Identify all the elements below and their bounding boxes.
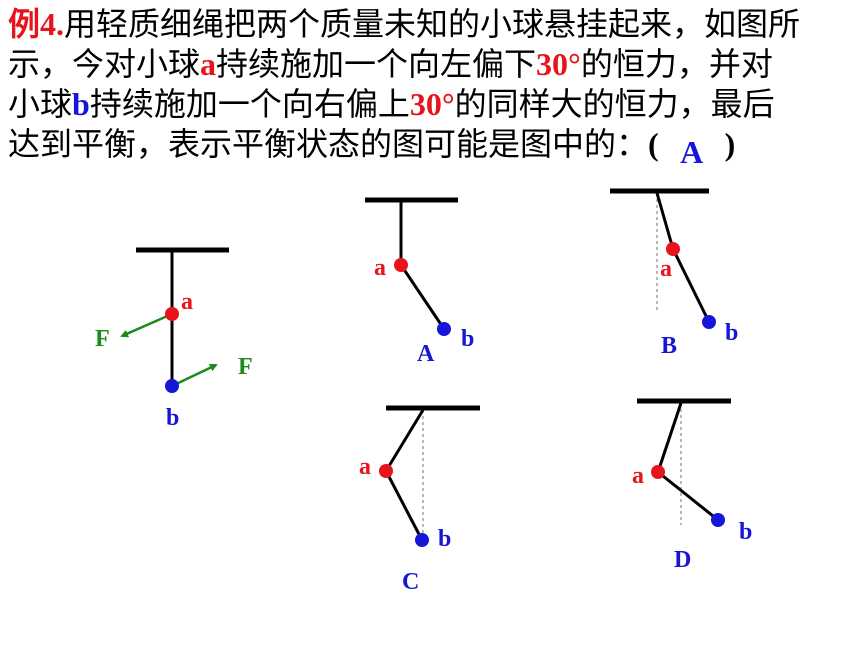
ball-b-label: b — [438, 526, 451, 552]
ball-a — [165, 307, 179, 321]
option-label-b: B — [661, 333, 677, 359]
ball-a-label: a — [374, 255, 386, 281]
string-upper — [384, 409, 425, 472]
option-label-a: A — [417, 341, 435, 367]
question-line-1: 例4.用轻质细绳把两个质量未知的小球悬挂起来，如图所 — [8, 4, 853, 44]
ball-b-label: b — [739, 519, 752, 545]
ball-b — [415, 533, 429, 547]
question-segment: 30° — [536, 46, 581, 82]
option-label-d: D — [674, 547, 691, 573]
force-arrow-b — [171, 363, 218, 388]
question-segment: 用轻质细绳把两个质量未知的小球悬挂起来，如图所 — [64, 5, 801, 43]
question-segment: 示，今对小球 — [8, 45, 201, 83]
answer-value: A — [680, 134, 704, 170]
string-lower — [399, 264, 446, 330]
question-last-line: 达到平衡，表示平衡状态的图可能是图中的： — [8, 125, 649, 163]
question-segment: 持续施加一个向右偏上 — [89, 85, 410, 123]
question-segment: 的同样大的恒力，最后 — [454, 85, 775, 123]
ball-b — [165, 379, 179, 393]
original-setup-figure: a b F F — [95, 247, 253, 431]
ball-a — [666, 242, 680, 256]
question-text: 例4.用轻质细绳把两个质量未知的小球悬挂起来，如图所 示，今对小球a持续施加一个… — [8, 4, 853, 170]
force-label-b: F — [238, 354, 253, 380]
question-line-4: 达到平衡，表示平衡状态的图可能是图中的：( A) — [8, 124, 853, 170]
ball-b-label: b — [461, 326, 474, 352]
string-lower — [384, 470, 424, 541]
ball-a-label: a — [660, 256, 672, 282]
ball-b — [711, 513, 725, 527]
question-segment: 持续施加一个向左偏下 — [216, 45, 537, 83]
option-b-figure: a b B — [610, 188, 738, 359]
ball-b — [437, 322, 451, 336]
option-c-figure: a b C — [359, 405, 480, 595]
question-segment: 例4. — [8, 6, 65, 42]
ball-a-label: a — [359, 454, 371, 480]
ball-a-label: a — [632, 463, 644, 489]
ball-b-label: b — [725, 320, 738, 346]
string-upper — [656, 402, 683, 473]
paren-open: ( — [648, 126, 659, 162]
paren-close: ) — [724, 126, 736, 162]
question-line-2: 示，今对小球a持续施加一个向左偏下30°的恒力，并对 — [8, 44, 853, 84]
ball-a — [379, 464, 393, 478]
string-upper — [655, 192, 675, 250]
string-lower — [657, 470, 719, 522]
option-a-figure: a b A — [365, 197, 474, 367]
question-segment: 小球 — [8, 85, 73, 123]
ball-b-label: b — [166, 405, 179, 431]
ball-a — [651, 465, 665, 479]
question-line-3: 小球b持续施加一个向右偏上30°的同样大的恒力，最后 — [8, 84, 853, 124]
option-label-c: C — [402, 569, 419, 595]
ball-a-label: a — [181, 289, 193, 315]
ball-b — [702, 315, 716, 329]
ball-a — [394, 258, 408, 272]
force-label-a: F — [95, 326, 110, 352]
question-segment: 30° — [409, 86, 455, 122]
option-d-figure: a b D — [632, 398, 752, 573]
question-segment: a — [200, 46, 217, 82]
question-segment: b — [72, 86, 90, 122]
string-lower — [671, 248, 711, 323]
question-segment: 的恒力，并对 — [580, 45, 773, 83]
force-arrow-a — [120, 312, 173, 338]
